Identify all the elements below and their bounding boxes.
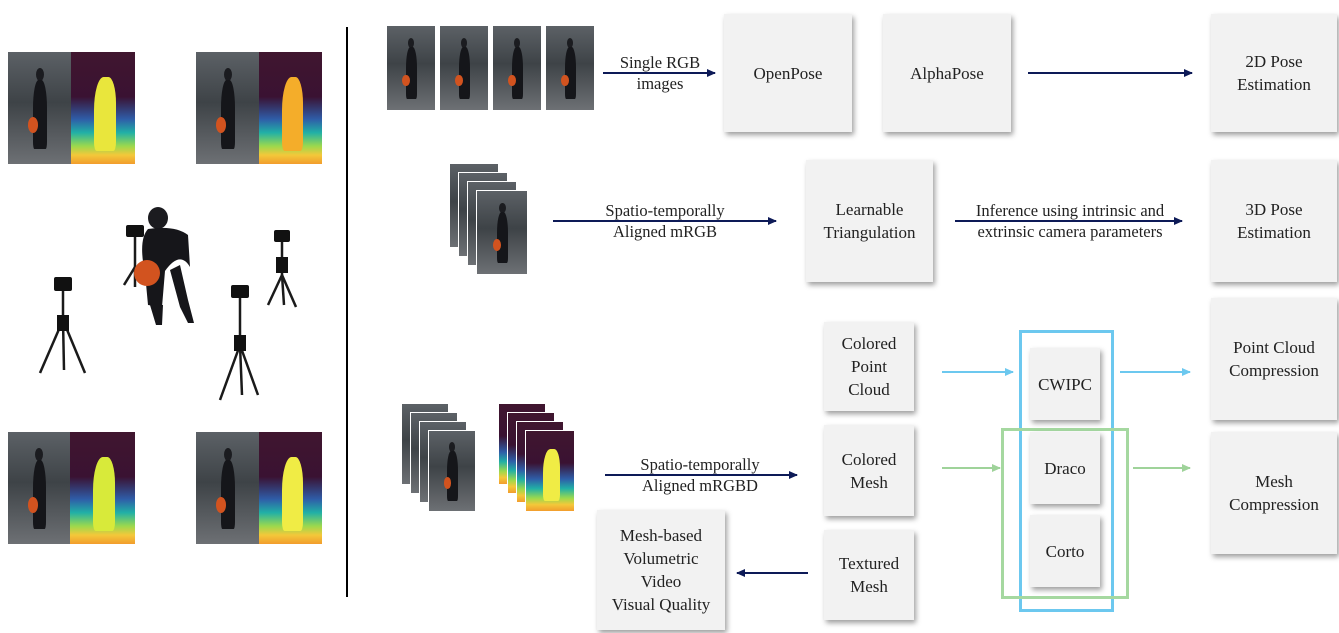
rgb-frame-bottom-left <box>8 432 70 544</box>
mesh-codec-group-frame <box>1001 428 1129 599</box>
capture-scene-illustration <box>38 207 298 401</box>
label-inference-camera-parameters: Inference using intrinsic and extrinsic … <box>975 201 1165 241</box>
box-3d-pose-estimation: 3D Pose Estimation <box>1211 160 1337 282</box>
mrgbd-depth-frame-4 <box>525 430 575 512</box>
mrgbd-rgb-frame-4 <box>428 430 476 512</box>
box-mesh-based-vv-visual-quality: Mesh-based Volumetric Video Visual Quali… <box>597 510 725 630</box>
depth-frame-top-right <box>259 52 322 164</box>
box-colored-point-cloud: Colored Point Cloud <box>824 322 914 411</box>
rgb-frame-top-right <box>196 52 259 164</box>
box-textured-mesh: Textured Mesh <box>824 530 914 620</box>
box-learnable-triangulation: Learnable Triangulation <box>806 160 933 282</box>
box-point-cloud-compression: Point Cloud Compression <box>1211 298 1337 420</box>
box-corto: Corto <box>1030 515 1100 587</box>
depth-frame-bottom-left <box>70 432 135 544</box>
rgb-thumbnail-1 <box>387 26 435 110</box>
rgb-thumbnail-4 <box>546 26 594 110</box>
cwipc-group-frame <box>1019 330 1114 612</box>
rgb-frame-top-left <box>8 52 71 164</box>
mrgb-frame-4 <box>476 190 528 275</box>
label-aligned-mrgbd: Spatio-temporally Aligned mRGBD <box>640 455 760 495</box>
rgb-thumbnail-2 <box>440 26 488 110</box>
depth-frame-top-left <box>71 52 135 164</box>
depth-frame-bottom-right <box>259 432 322 544</box>
panel-divider <box>346 27 348 597</box>
box-alphapose: AlphaPose <box>883 14 1011 132</box>
box-draco: Draco <box>1030 432 1100 504</box>
box-colored-mesh: Colored Mesh <box>824 425 914 516</box>
box-openpose: OpenPose <box>724 14 852 132</box>
rgb-thumbnail-3 <box>493 26 541 110</box>
box-cwipc: CWIPC <box>1030 348 1100 420</box>
rgb-frame-bottom-right <box>196 432 259 544</box>
label-aligned-mrgb: Spatio-temporally Aligned mRGB <box>605 201 725 241</box>
box-mesh-compression: Mesh Compression <box>1211 432 1337 554</box>
label-single-rgb-images: Single RGB images <box>619 53 701 93</box>
box-2d-pose-estimation: 2D Pose Estimation <box>1211 14 1337 132</box>
